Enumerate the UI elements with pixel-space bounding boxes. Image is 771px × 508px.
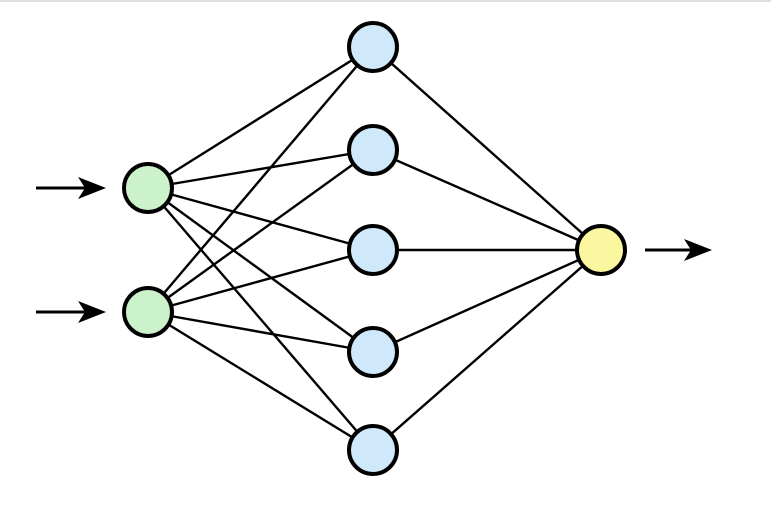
- edge-h5-o1: [372, 249, 602, 451]
- hidden-node-h3: [347, 224, 399, 276]
- edge-h4-o1: [372, 248, 602, 354]
- edge-i1-h1: [147, 45, 374, 190]
- edge-i2-h4: [147, 310, 374, 354]
- edge-h1-o1: [372, 46, 602, 251]
- hidden-node-h1: [347, 21, 399, 73]
- edge-i1-h3: [147, 186, 374, 252]
- edge-i1-h4: [147, 187, 374, 353]
- input-node-i2: [122, 286, 174, 338]
- hidden-node-h5: [347, 424, 399, 476]
- input-arrow-2-head-icon: [78, 301, 106, 323]
- edge-h2-o1: [372, 148, 602, 252]
- edge-i2-h2: [147, 149, 374, 313]
- output-arrow: [645, 239, 712, 261]
- input-arrow-1: [36, 177, 106, 199]
- output-node-o1: [575, 224, 627, 276]
- input-arrow-2: [36, 301, 106, 323]
- hidden-node-h4: [347, 326, 399, 378]
- edge-i1-h2: [147, 148, 374, 190]
- edge-i2-h5: [147, 310, 374, 452]
- edge-i1-h5: [147, 187, 374, 451]
- top-border-line: [0, 0, 771, 2]
- input-node-i1: [122, 162, 174, 214]
- edge-i2-h1: [147, 46, 374, 313]
- output-arrow-head-icon: [684, 239, 712, 261]
- edge-i2-h3: [147, 248, 374, 314]
- input-arrow-1-head-icon: [78, 177, 106, 199]
- hidden-node-h2: [347, 124, 399, 176]
